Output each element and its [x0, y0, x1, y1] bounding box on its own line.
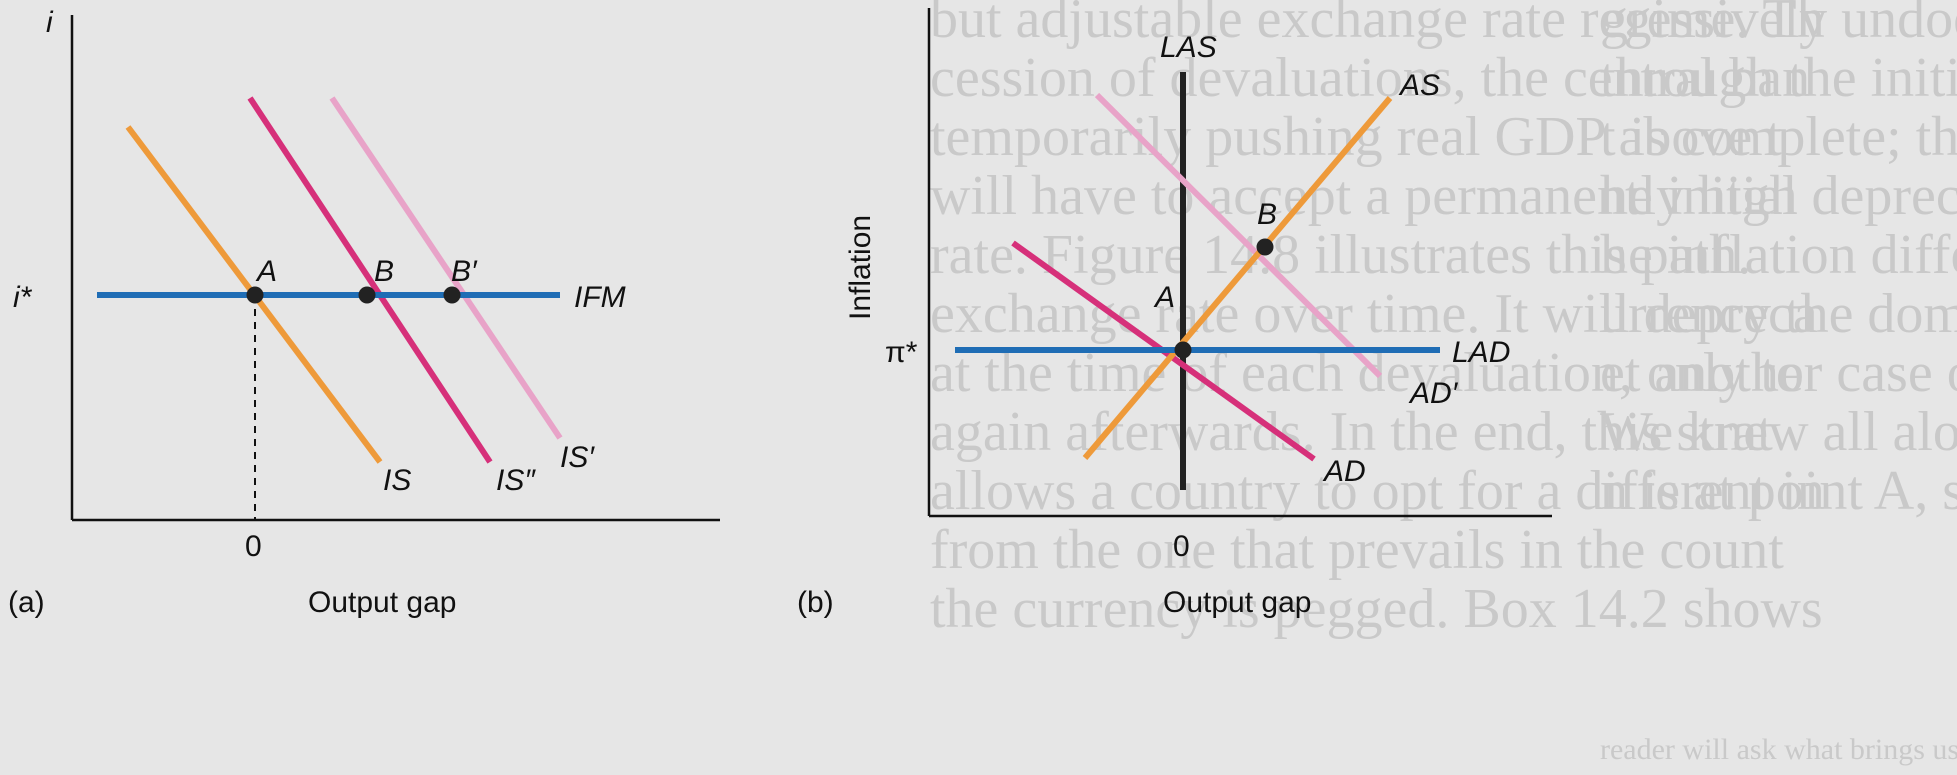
point-b-prime-marker: [443, 286, 461, 304]
panel-a-origin-label: 0: [245, 530, 262, 563]
point-b-label: B: [374, 255, 394, 288]
panel-a-y-tick-label: i*: [13, 281, 33, 314]
panel-a-x-axis-label: Output gap: [308, 586, 456, 619]
curve-as: [1082, 96, 1393, 460]
curve-ifm-label: IFM: [574, 281, 626, 314]
panel-b-y-tick-label: π*: [885, 336, 918, 369]
point-a-marker: [246, 286, 264, 304]
panel-a: i i* A B B′ IFM IS IS″ IS′ 0 Output gap …: [8, 6, 720, 619]
panel-a-y-axis-label: i: [46, 6, 54, 39]
point-a-label: A: [255, 255, 277, 288]
point-b-prime-label: B′: [451, 255, 478, 288]
curve-is-double-prime-label: IS″: [496, 464, 536, 497]
panel-b-origin-label: 0: [1173, 530, 1190, 563]
curve-ad-label: AD: [1322, 455, 1366, 488]
curve-is-prime: [329, 96, 563, 440]
point-a-marker: [1174, 341, 1192, 359]
point-b-label: B: [1257, 198, 1277, 231]
point-a-label: A: [1153, 281, 1175, 314]
curve-is-label: IS: [383, 464, 411, 497]
curve-ad-prime-label: AD′: [1408, 377, 1459, 410]
curve-las-label: LAS: [1160, 31, 1217, 64]
panel-b-label: (b): [797, 586, 834, 619]
panel-b-y-axis-label: Inflation: [844, 215, 877, 320]
panel-a-label: (a): [8, 586, 45, 619]
curve-lad-label: LAD: [1452, 336, 1510, 369]
curve-as-label: AS: [1398, 69, 1440, 102]
curve-is-double-prime: [247, 96, 493, 464]
curve-ad-prime: [1094, 92, 1383, 379]
point-b-marker: [358, 286, 376, 304]
panel-b-x-axis-label: Output gap: [1163, 586, 1311, 619]
curve-is-prime-label: IS′: [560, 441, 595, 474]
panel-b: Inflation π* LAS AS B A LAD AD′ AD 0 Out…: [797, 8, 1552, 619]
point-b-marker: [1256, 238, 1274, 256]
